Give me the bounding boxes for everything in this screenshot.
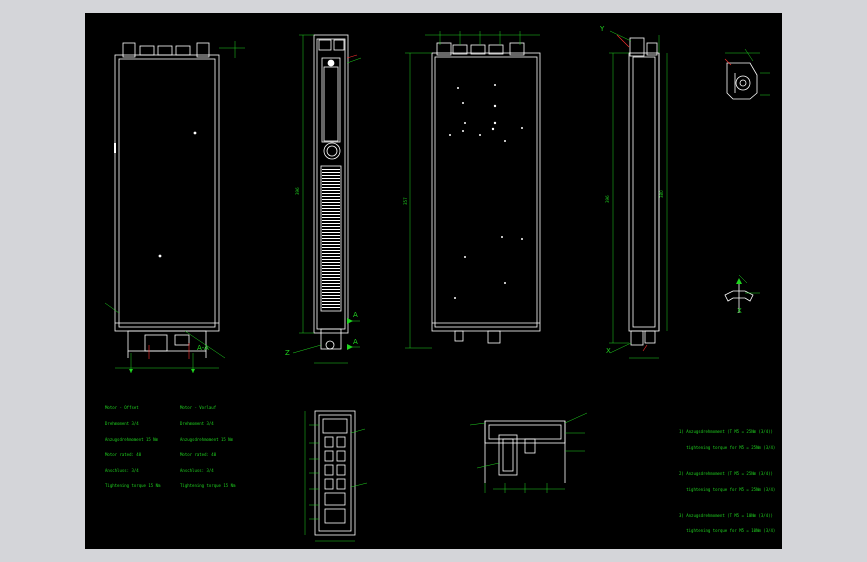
note-left-2-line: Motor - Vorlauf (180, 405, 217, 411)
note-left-2-line: Tightening torque 15 Nm (180, 483, 236, 489)
dim-height-rear: 380 (659, 190, 664, 198)
note-right-line: tightening torque for M5 = 25Nm (3/4) (679, 486, 776, 492)
note-left-1: Motor - Offset Drehmoment 3/4 Anzugsdreh… (105, 395, 160, 499)
view-label-y: Y (600, 25, 605, 33)
dim-height-body: 357 (403, 197, 408, 205)
note-left-1-line: Anschluss: 3/4 (105, 467, 139, 473)
section-label-aa: A-A (197, 344, 209, 352)
narrow-front-view (313, 34, 349, 350)
drawing-sheet: A-A A A Z Y X X 396 357 396 380 Motor - … (85, 13, 782, 549)
note-right-line: 3) Anzugsdrehmoment (T M5 = 10Nm (3/4)) (679, 512, 773, 518)
detail-x (724, 283, 754, 313)
note-left-2-line: Anschluss: 3/4 (180, 467, 214, 473)
detail-y (726, 62, 758, 100)
note-left-1-line: Tightening torque 15 Nm (105, 483, 161, 489)
note-right-line: tightening torque for M5 = 25Nm (3/4) (679, 445, 776, 451)
side-view (431, 42, 541, 344)
arrows (129, 278, 742, 373)
dim-height-front: 396 (295, 187, 300, 195)
view-label-a-bottom: A (353, 338, 358, 346)
cad-drawing (104, 30, 770, 542)
note-right-line: 2) Anzugsdrehmoment (T M5 = 25Nm (3/4)) (679, 471, 773, 477)
narrow-side-view (628, 37, 660, 346)
leader-lines (148, 34, 732, 359)
note-left-1-line: Anzugsdrehmoment 15 Nm (105, 436, 158, 442)
note-left-1-line: Drehmoment 3/4 (105, 421, 139, 427)
view-label-x-side: X (606, 347, 611, 355)
front-view (114, 42, 220, 358)
note-right: 1) Anzugsdrehmoment (T M5 = 25Nm (3/4)) … (679, 419, 775, 544)
detail-section (484, 420, 566, 483)
note-left-2-line: Anzugsdrehmoment 15 Nm (180, 436, 233, 442)
note-left-2-line: Drehmoment 3/4 (180, 421, 214, 427)
note-left-2-line: Motor rated: 40 (180, 452, 217, 458)
bottom-view (314, 410, 356, 536)
view-label-z: Z (285, 349, 290, 357)
side-view-holes (449, 84, 523, 299)
note-left-2: Motor - Vorlauf Drehmoment 3/4 Anzugsdre… (180, 395, 235, 499)
note-right-line: 1) Anzugsdrehmoment (T M5 = 25Nm (3/4)) (679, 429, 773, 435)
note-right-line: tightening torque for M5 = 10Nm (3/4) (679, 528, 776, 534)
view-label-a-top: A (353, 311, 358, 319)
note-left-1-line: Motor rated: 40 (105, 452, 142, 458)
dim-height-side: 396 (605, 195, 610, 203)
note-left-1-line: Motor - Offset (105, 405, 139, 411)
view-label-x-detail: X (737, 307, 742, 315)
